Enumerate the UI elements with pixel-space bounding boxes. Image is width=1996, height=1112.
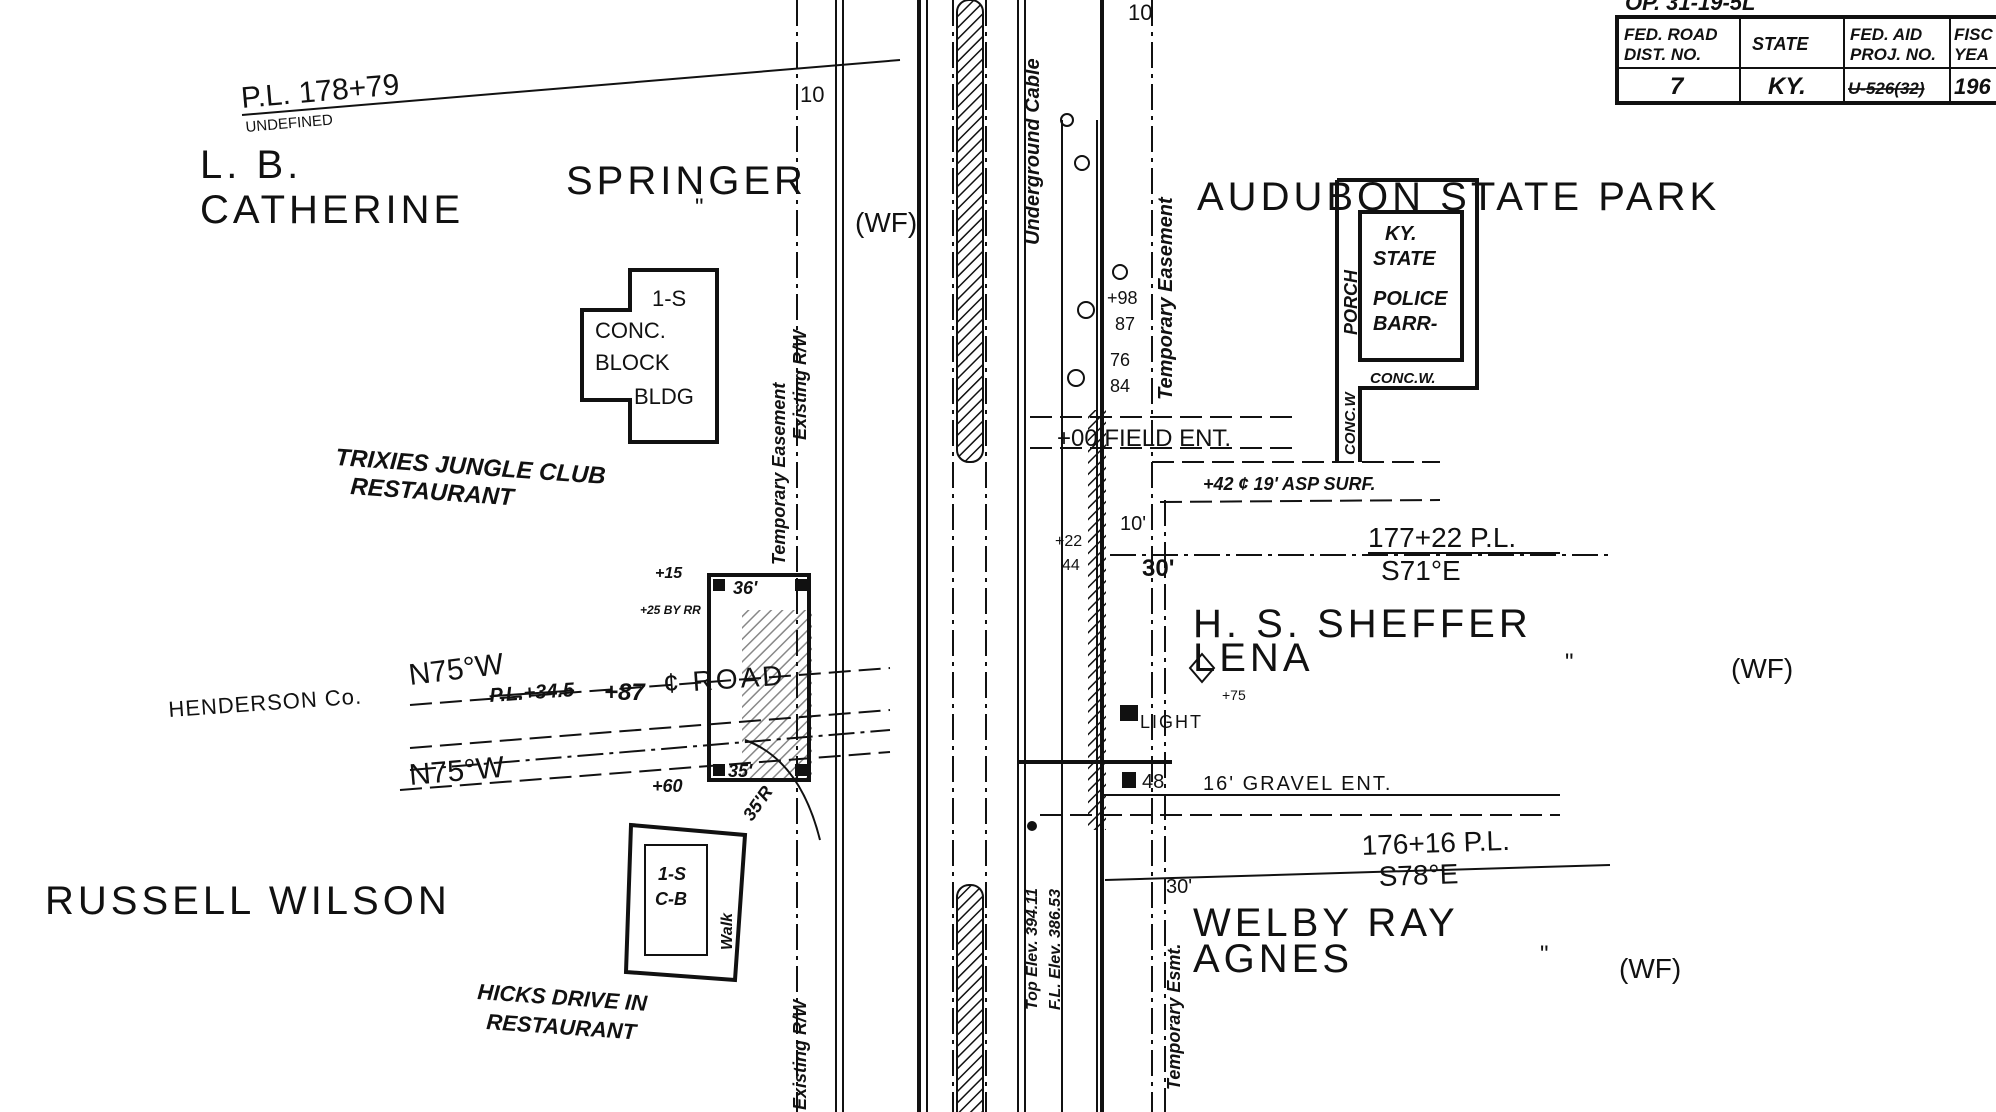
owner-springer: SPRINGER <box>566 159 807 203</box>
light-label: LIGHT <box>1140 712 1203 732</box>
flow-line-elevation: F.L. Elev. 386.53 <box>1047 889 1064 1010</box>
conc-block-building <box>580 268 719 444</box>
owner-catherine-initials: L. B. <box>200 143 302 187</box>
value-state: KY. <box>1768 73 1806 100</box>
station-plus87: +87 <box>604 679 646 706</box>
station-plus22: +22 <box>1055 533 1082 550</box>
owner-lena: LENA <box>1193 636 1314 680</box>
conc-block-label: 1-S CONC. BLOCK BLDG <box>595 286 694 409</box>
small-cb-building <box>623 822 748 983</box>
station-87: 87 <box>1115 314 1135 334</box>
bearing-s71e: S71°E <box>1381 555 1461 586</box>
police-barracks-building <box>1358 210 1464 362</box>
dim-10-left: 10 <box>800 82 824 107</box>
tree-icons <box>1060 113 1128 387</box>
small-cb-label: 1-S C-B <box>655 864 691 909</box>
dim-10-right: 10' <box>1120 513 1146 535</box>
conc-walk-label: CONC.W. <box>1370 370 1436 387</box>
station-pl-176-16: 176+16 P.L. <box>1361 825 1510 861</box>
dim-35: 35' <box>728 761 753 781</box>
gravel-entrance-label: 16' GRAVEL ENT. <box>1203 773 1392 795</box>
existing-rw-lower: Existing R/W <box>790 998 810 1110</box>
header-state: STATE <box>1752 34 1809 54</box>
wf-label-2: (WF) <box>1731 653 1793 684</box>
wf-label-3: (WF) <box>1619 953 1681 984</box>
police-barracks-outline <box>1337 178 1479 462</box>
station-plus75: +75 <box>1222 687 1246 703</box>
note-plus25: +25 BY RR <box>640 603 701 617</box>
owner-catherine: CATHERINE <box>200 188 464 232</box>
owner-welby-ray: WELBY RAY <box>1193 901 1459 945</box>
field-entrance-label: +00 FIELD ENT. <box>1057 425 1231 452</box>
bearing-s78e: S78°E <box>1378 858 1459 892</box>
station-48: 48 <box>1142 771 1164 793</box>
station-plus98: +98 <box>1107 288 1138 308</box>
station-44: 44 <box>1062 557 1080 574</box>
highway-lines <box>796 0 1166 1112</box>
dim-30-lower: 30' <box>1166 876 1192 898</box>
temp-easement-right: Temporary Easement <box>1155 196 1177 400</box>
walk-label: Walk <box>719 912 736 950</box>
wf-label: (WF) <box>855 207 917 238</box>
station-76: 76 <box>1110 350 1130 370</box>
temp-easement-left: Temporary Easement <box>769 382 789 565</box>
light-pole-icon <box>1188 652 1216 684</box>
conc-walk-vertical-label: CONC.W <box>1342 391 1359 455</box>
temp-esmt-lower: Temporary Esmt. <box>1164 944 1184 1090</box>
top-elevation: Top Elev. 394.11 <box>1024 888 1041 1010</box>
ditto-mark-2: " <box>1565 649 1574 676</box>
owner-russell-wilson: RUSSELL WILSON <box>45 879 451 923</box>
dim-36: 36' <box>733 578 758 598</box>
corner-plus15: +15 <box>655 565 683 582</box>
value-fiscal-year: 196 <box>1954 74 1991 99</box>
manhole-icon <box>1027 821 1037 831</box>
asphalt-surface-label: +42 ¢ 19' ASP SURF. <box>1203 474 1376 494</box>
value-district: 7 <box>1670 73 1685 100</box>
ditto-mark: " <box>695 194 704 221</box>
value-project-no: U-526(32) <box>1848 79 1925 98</box>
porch-label: PORCH <box>1341 269 1361 335</box>
existing-rw-label: Existing R/W <box>790 328 810 440</box>
owner-agnes: AGNES <box>1193 937 1353 981</box>
dim-10-top: 10 <box>1128 0 1152 25</box>
corner-plus60: +60 <box>652 776 683 796</box>
underground-cable-label: Underground Cable <box>1022 58 1044 245</box>
dim-30-upper: 30' <box>1142 555 1174 582</box>
station-pl-177-22: 177+22 P.L. <box>1368 522 1516 553</box>
station-84: 84 <box>1110 376 1130 396</box>
owner-sheffer: H. S. SHEFFER <box>1193 602 1532 646</box>
ditto-mark-3: " <box>1540 941 1549 968</box>
police-barracks-label: KY. STATE POLICE BARR- <box>1373 223 1453 335</box>
project-ref: OP. 31-19-5L <box>1625 0 1755 15</box>
